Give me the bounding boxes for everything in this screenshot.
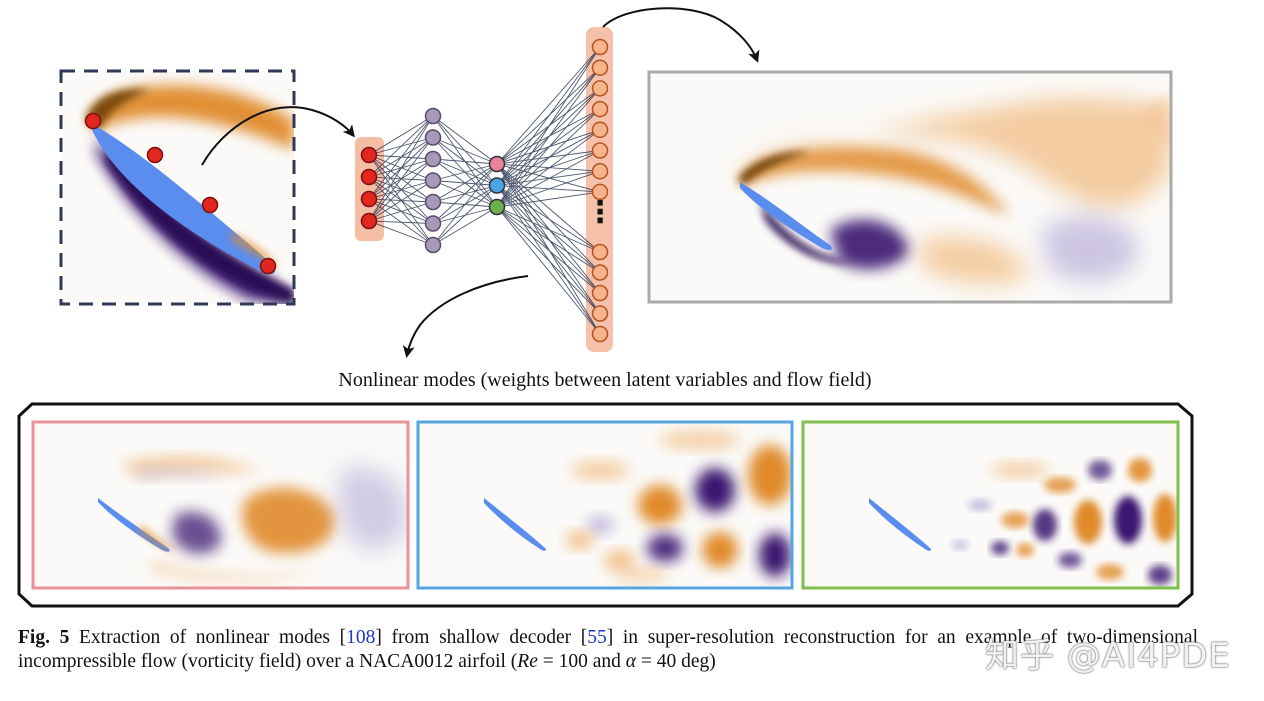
network-connection (368, 180, 434, 222)
network-connection (368, 137, 434, 222)
output-node (591, 284, 609, 302)
input-node (360, 168, 378, 186)
caption-text-2: ] from shallow decoder [ (375, 627, 588, 648)
figure-label: Fig. 5 (18, 627, 70, 648)
output-node (591, 121, 609, 139)
latent-node-1 (488, 155, 506, 173)
shallow-decoder-network: ⋮ (355, 27, 615, 352)
sensor-point (259, 257, 277, 275)
network-connection (496, 206, 601, 273)
figure-caption: Fig. 5 Extraction of nonlinear modes [10… (18, 626, 1198, 674)
network-connection (496, 129, 601, 208)
hidden-node (424, 150, 442, 168)
output-ellipsis: ⋮ (585, 195, 615, 230)
network-connection (496, 163, 601, 253)
network-connection (496, 108, 601, 208)
mode-3-panel (801, 420, 1180, 590)
latent-node-2 (488, 177, 506, 194)
network-connection (496, 191, 601, 208)
caption-text-1: Extraction of nonlinear modes [ (69, 627, 347, 648)
citation-link-1[interactable]: 108 (346, 627, 376, 648)
network-connection (368, 115, 434, 200)
network-connection (496, 150, 601, 208)
hidden-node (424, 236, 442, 254)
latent-node-3 (488, 198, 506, 216)
output-node (591, 183, 609, 201)
network-connection (496, 206, 601, 335)
caption-math-alpha: α (625, 651, 637, 672)
output-node (591, 38, 609, 56)
watermark: 知乎 @AI4PDE (985, 636, 1231, 676)
network-connection (496, 206, 601, 253)
hidden-node (424, 193, 442, 211)
citation-link-2[interactable]: 55 (587, 627, 607, 648)
output-node (591, 162, 609, 180)
network-connection (368, 158, 434, 222)
sensor-point (84, 112, 102, 130)
network-connection (368, 115, 434, 178)
output-node (591, 80, 609, 97)
hidden-node (424, 215, 442, 232)
sensor-field-panel (59, 69, 296, 306)
sensor-point (146, 146, 164, 164)
caption-math-re: Re (517, 651, 538, 672)
input-node (360, 212, 378, 230)
input-node (360, 190, 378, 208)
modes-title: Nonlinear modes (weights between latent … (338, 369, 872, 391)
output-node (591, 264, 609, 281)
network-connection (496, 46, 601, 186)
network-connection (496, 88, 601, 208)
arrow-sensors-to-network (201, 106, 355, 166)
sensor-point (201, 196, 219, 214)
network-connection (496, 46, 601, 165)
network-connection (368, 115, 434, 156)
network-connection (432, 206, 498, 246)
hidden-node (424, 129, 442, 146)
network-connection (432, 163, 498, 246)
caption-text-4: = 100 and (537, 651, 626, 672)
caption-text-3: ] in super-resolution reconstruction for… (18, 627, 1198, 672)
output-node (591, 142, 609, 159)
mode-1-panel (31, 420, 410, 590)
output-node (591, 243, 609, 261)
output-node (591, 325, 609, 343)
network-connection (432, 115, 498, 165)
network-connection (496, 46, 601, 208)
reconstructed-field-panel (647, 70, 1173, 304)
sensor-panel-border (59, 69, 296, 306)
network-connection (432, 137, 498, 165)
output-node (591, 100, 609, 118)
network-connection (496, 185, 601, 273)
network-connection (368, 220, 434, 224)
network-connection (496, 185, 601, 253)
reconstruction-panel-border (647, 70, 1173, 304)
nonlinear-modes-frame (17, 402, 1194, 608)
network-connection (496, 170, 601, 208)
network-connection (368, 115, 434, 222)
network-connection (368, 201, 434, 222)
mode-2-panel (416, 420, 794, 590)
hidden-node (424, 172, 442, 189)
network-connection (432, 163, 498, 224)
output-node (591, 305, 609, 322)
input-node (360, 146, 378, 164)
network-connection (368, 220, 434, 246)
network-connection (432, 163, 498, 181)
network-connection (432, 158, 498, 165)
arrow-weights-to-modes (402, 275, 529, 358)
hidden-node (424, 107, 442, 125)
network-connection (496, 206, 601, 314)
network-connection (432, 185, 498, 246)
output-node (591, 59, 609, 76)
network-connection (432, 163, 498, 203)
network-connection (496, 67, 601, 208)
caption-text-5: = 40 deg) (636, 651, 716, 672)
arrow-network-to-reconstruction (602, 7, 760, 63)
network-connection (496, 206, 601, 294)
